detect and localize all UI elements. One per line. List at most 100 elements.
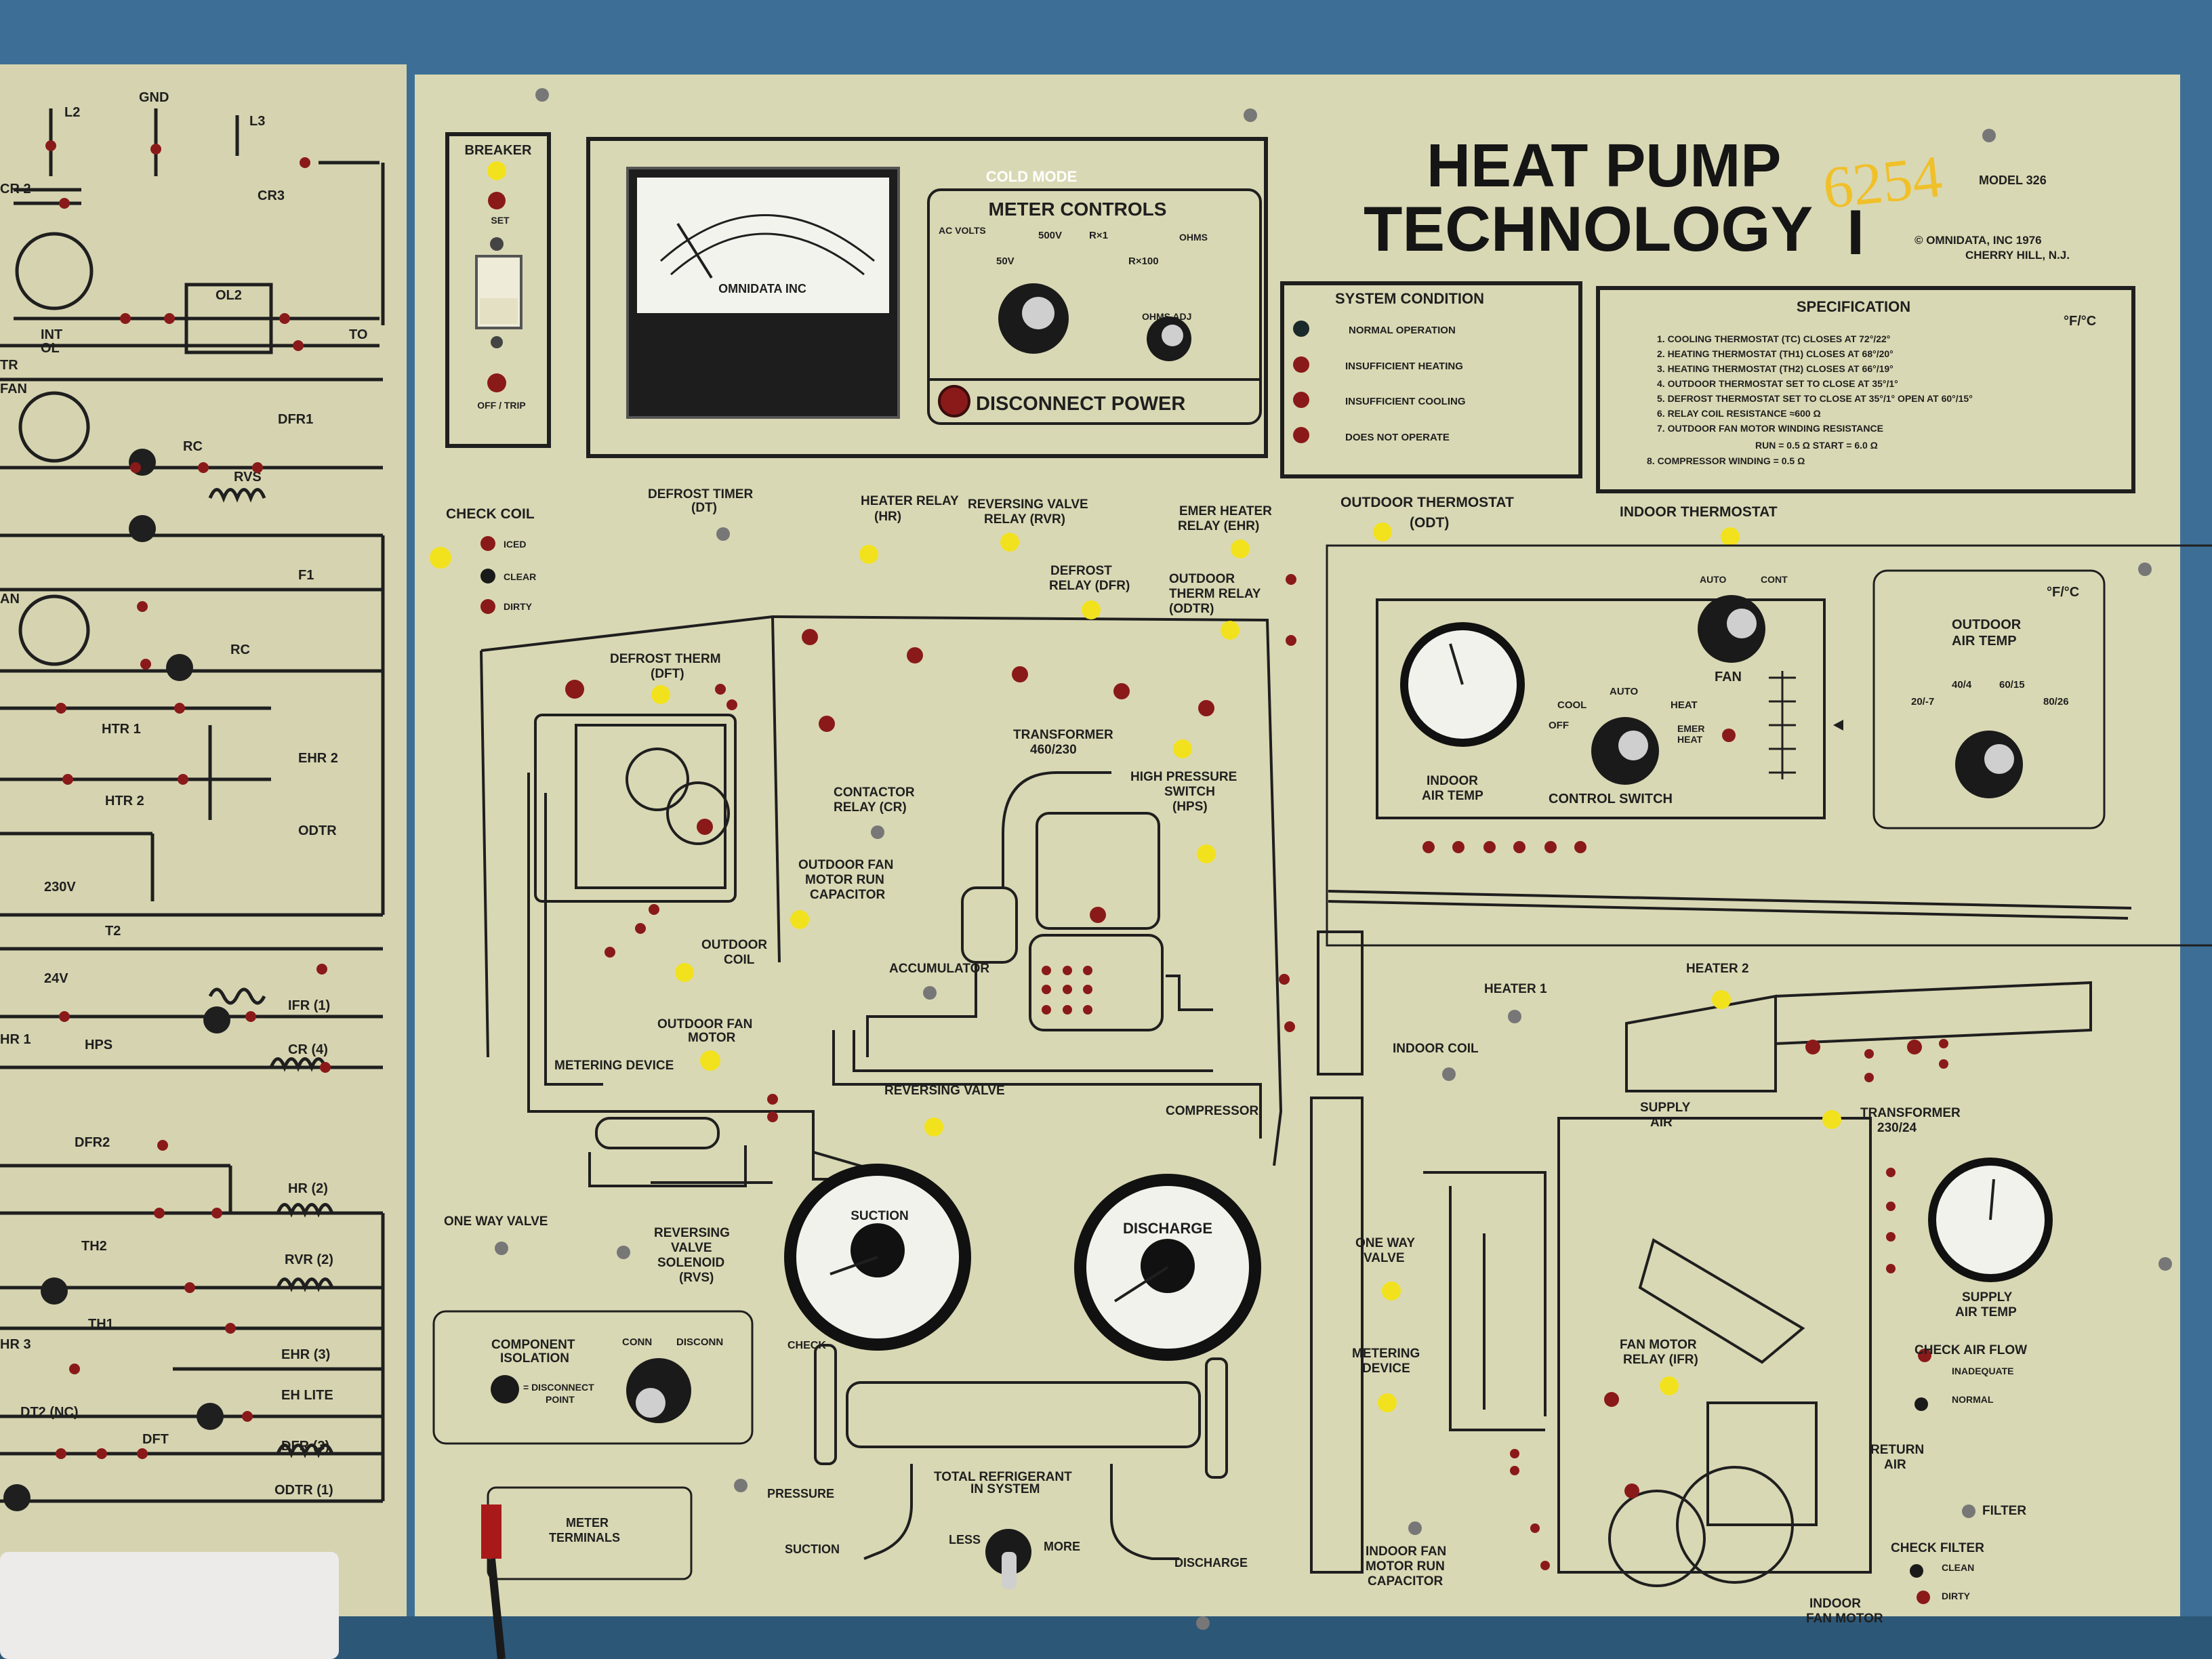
filter-clean-lamp[interactable]	[1910, 1564, 1923, 1578]
schematic-labels: L2 GND L3 CR 2 CR3 OL2 INT OL TO TR FAN …	[0, 90, 367, 1498]
thermostat-test-jacks[interactable]	[1422, 841, 1586, 853]
tr-line-2: IN SYSTEM	[970, 1482, 1040, 1496]
v460-label: 460/230	[1030, 743, 1077, 757]
rc-label: RC	[183, 439, 203, 454]
bottom-frame	[0, 1616, 2212, 1659]
check-air-flow-label: CHECK AIR FLOW	[1914, 1343, 2027, 1357]
breaker-toggle[interactable]	[480, 298, 518, 324]
setpoint-pointer[interactable]	[1833, 720, 1843, 731]
odt-fault-jack[interactable]	[1373, 523, 1392, 541]
breaker-yellow-jack[interactable]	[487, 161, 506, 180]
dt2nc-label: DT2 (NC)	[20, 1405, 79, 1420]
oat-units-label: °F/°C	[2047, 585, 2079, 600]
breaker-trip-jack[interactable]	[487, 373, 506, 392]
oat-tick-2: 60/15	[1999, 679, 2025, 691]
conn-label: CONN	[622, 1336, 652, 1348]
odt-label: (ODT)	[1410, 515, 1449, 531]
outdoor-unit-labels: DEFROST TIMER (DT) HEATER RELAY (HR) REV…	[444, 487, 1272, 1285]
fan-motor-relay-label: FAN MOTOR	[1620, 1338, 1697, 1352]
control-switch-cap[interactable]	[1618, 731, 1648, 760]
title-line-2: TECHNOLOGY	[1364, 193, 1813, 264]
odtr1-label: ODTR (1)	[274, 1483, 333, 1498]
red-test-lead[interactable]	[481, 1504, 501, 1559]
coil-clear-lamp[interactable]	[480, 569, 495, 583]
indoor-unit-test-jacks[interactable]	[1510, 1039, 1948, 1604]
t2-label: T2	[105, 924, 121, 939]
reversing-valve-relay-label: REVERSING VALVE	[968, 497, 1088, 512]
panel-screws	[495, 88, 2172, 1630]
ehr3-label: EHR (3)	[281, 1347, 330, 1362]
dfr2-label: DFR2	[75, 1135, 110, 1150]
f1-label: F1	[298, 568, 314, 583]
refrigerant-charge-stem[interactable]	[1002, 1552, 1017, 1589]
ehr2-label: EHR 2	[298, 751, 338, 766]
range-rx1: R×1	[1089, 230, 1108, 241]
spec-item-1: 1. COOLING THERMOSTAT (TC) CLOSES AT 72°…	[1657, 333, 1890, 344]
disconnect-point-symbol	[491, 1375, 519, 1404]
outdoor-air-temp-cap[interactable]	[1984, 744, 2014, 774]
int-label: INT	[41, 327, 62, 342]
suction-gauge-hub	[851, 1223, 905, 1277]
disconnect-power-button[interactable]	[938, 385, 970, 417]
htr1-label: HTR 1	[102, 722, 141, 737]
coil-iced-lamp[interactable]	[480, 536, 495, 551]
condition-heating-lamp[interactable]	[1293, 356, 1309, 373]
indoor-coil-label: INDOOR COIL	[1393, 1042, 1479, 1056]
total-refrigerant-label: TOTAL REFRIGERANT	[934, 1470, 1072, 1484]
mode-auto-label: AUTO	[1610, 686, 1639, 697]
coil-dirty-lamp[interactable]	[480, 599, 495, 614]
spec-item-4: 4. OUTDOOR THERMOSTAT SET TO CLOSE AT 35…	[1657, 378, 1898, 389]
condition-normal-lamp[interactable]	[1293, 321, 1309, 337]
ofm-line-2: MOTOR	[688, 1031, 736, 1045]
outdoor-unit-drawing	[480, 615, 1283, 1187]
mt-line-2: TERMINALS	[549, 1531, 620, 1544]
fan-label: FAN	[0, 382, 27, 396]
component-isolation-label: COMPONENT	[491, 1338, 575, 1352]
rvs-line-2: VALVE	[671, 1241, 712, 1255]
cap-line-2: MOTOR RUN	[805, 873, 884, 887]
copyright-label: © OMNIDATA, INC 1976	[1914, 234, 2042, 247]
mode-emer-heat-label: HEAT	[1677, 734, 1703, 745]
ifm-line-2: FAN MOTOR	[1806, 1612, 1883, 1626]
city-label: CHERRY HILL, N.J.	[1965, 249, 2070, 262]
discharge-gauge-hub	[1141, 1239, 1195, 1293]
meter-controls-box	[927, 188, 1262, 425]
meter-brand: OMNIDATA INC	[718, 282, 806, 295]
outdoor-unit-fault-jacks[interactable]	[651, 533, 1250, 1136]
ohms-adj-cap[interactable]	[1162, 325, 1183, 346]
fan-switch-cap[interactable]	[1727, 609, 1757, 638]
coil-line-2: COIL	[724, 953, 755, 967]
outdoor-unit-test-jacks[interactable]	[565, 574, 1296, 1122]
range-selector-cap[interactable]	[1022, 297, 1054, 329]
outdoor-air-temp-box	[1872, 569, 2106, 830]
inadequate-label: INADEQUATE	[1952, 1366, 2014, 1376]
component-isolation-cap[interactable]	[636, 1388, 665, 1418]
condition-noop-lamp[interactable]	[1293, 427, 1309, 443]
indoor-thermostat-fault-jack[interactable]	[1721, 527, 1740, 546]
air-flow-normal-lamp[interactable]	[1914, 1397, 1928, 1411]
breaker-screw	[490, 237, 504, 251]
condition-cooling-lamp[interactable]	[1293, 392, 1309, 408]
check-coil-yellow-jack[interactable]	[430, 547, 451, 569]
condition-item-4: DOES NOT OPERATE	[1345, 432, 1450, 443]
iat-line-2: AIR TEMP	[1422, 789, 1483, 803]
breaker-red-jack[interactable]	[488, 192, 506, 209]
contactor-relay-label: CONTACTOR	[834, 785, 915, 800]
handwritten-number: 6254	[1820, 144, 1945, 222]
rvs-line-1: REVERSING	[654, 1226, 730, 1240]
fan-auto-label: AUTO	[1700, 574, 1727, 585]
mode-heat-label: HEAT	[1671, 699, 1698, 711]
title-numeral: I	[1847, 197, 1864, 268]
schematic-test-jacks[interactable]	[45, 140, 331, 1459]
ci-line-2: ISOLATION	[500, 1351, 569, 1366]
metering-device-label: METERING DEVICE	[554, 1059, 674, 1073]
indoor-unit-fault-jacks[interactable]	[1378, 990, 1841, 1412]
owv2-line-2: VALVE	[1364, 1251, 1405, 1265]
hps-line-3: (HPS)	[1172, 800, 1208, 814]
sa-line-2: AIR	[1650, 1115, 1673, 1130]
condition-item-1: NORMAL OPERATION	[1349, 325, 1456, 336]
range-50v: 50V	[996, 255, 1015, 267]
control-switch-label: CONTROL SWITCH	[1549, 792, 1673, 806]
cr3-label: CR3	[258, 188, 285, 203]
cap-line-3: CAPACITOR	[810, 888, 885, 902]
